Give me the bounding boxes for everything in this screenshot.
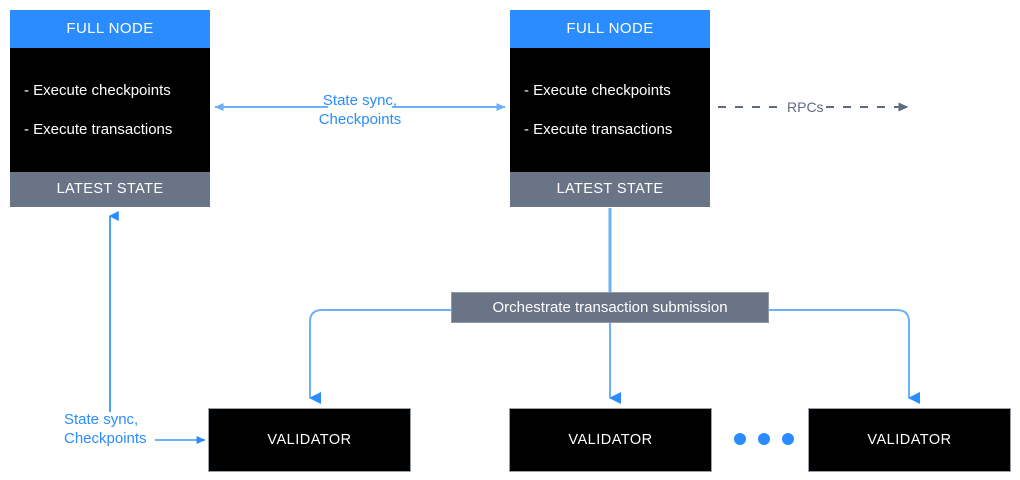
full-node-right-header: FULL NODE <box>510 10 710 48</box>
edge-orchestrator-to-validator-3 <box>769 309 920 404</box>
edge-label-state-sync-bottom-line-2: Checkpoints <box>64 430 147 447</box>
validator-3[interactable]: VALIDATOR <box>808 408 1011 472</box>
full-node-left-body: - Execute checkpoints - Execute transact… <box>10 48 210 172</box>
full-node-right-bullet-2: - Execute transactions <box>524 121 673 138</box>
full-node-left-bullet-1: - Execute checkpoints <box>24 82 171 99</box>
ellipsis-dot-3 <box>782 433 794 445</box>
full-node-left-bullet-2: - Execute transactions <box>24 121 173 138</box>
full-node-left-latest-state: LATEST STATE <box>10 172 210 207</box>
full-node-right-body: - Execute checkpoints - Execute transact… <box>510 48 710 172</box>
edge-orchestrator-to-validator-1 <box>309 309 451 404</box>
ellipsis-dot-1 <box>734 433 746 445</box>
validator-1[interactable]: VALIDATOR <box>208 408 411 472</box>
full-node-right[interactable]: FULL NODE - Execute checkpoints - Execut… <box>510 10 710 207</box>
edge-label-state-sync-bottom-line-1: State sync, <box>64 411 139 428</box>
orchestrate-transaction-submission-bar[interactable]: Orchestrate transaction submission <box>451 292 769 323</box>
edge-label-state-sync-line-2: Checkpoints <box>318 111 402 128</box>
validator-2[interactable]: VALIDATOR <box>509 408 712 472</box>
edge-label-state-sync-between-nodes: State sync, Checkpoints <box>313 91 407 129</box>
full-node-left[interactable]: FULL NODE - Execute checkpoints - Execut… <box>10 10 210 207</box>
edge-label-state-sync-line-1: State sync, <box>322 92 398 109</box>
full-node-right-bullet-1: - Execute checkpoints <box>524 82 671 99</box>
full-node-right-latest-state: LATEST STATE <box>510 172 710 207</box>
validators-ellipsis <box>734 433 794 445</box>
ellipsis-dot-2 <box>758 433 770 445</box>
edge-label-rpcs: RPCs <box>786 99 825 115</box>
edge-label-state-sync-to-left-node: State sync, Checkpoints <box>64 410 147 448</box>
full-node-left-header: FULL NODE <box>10 10 210 48</box>
